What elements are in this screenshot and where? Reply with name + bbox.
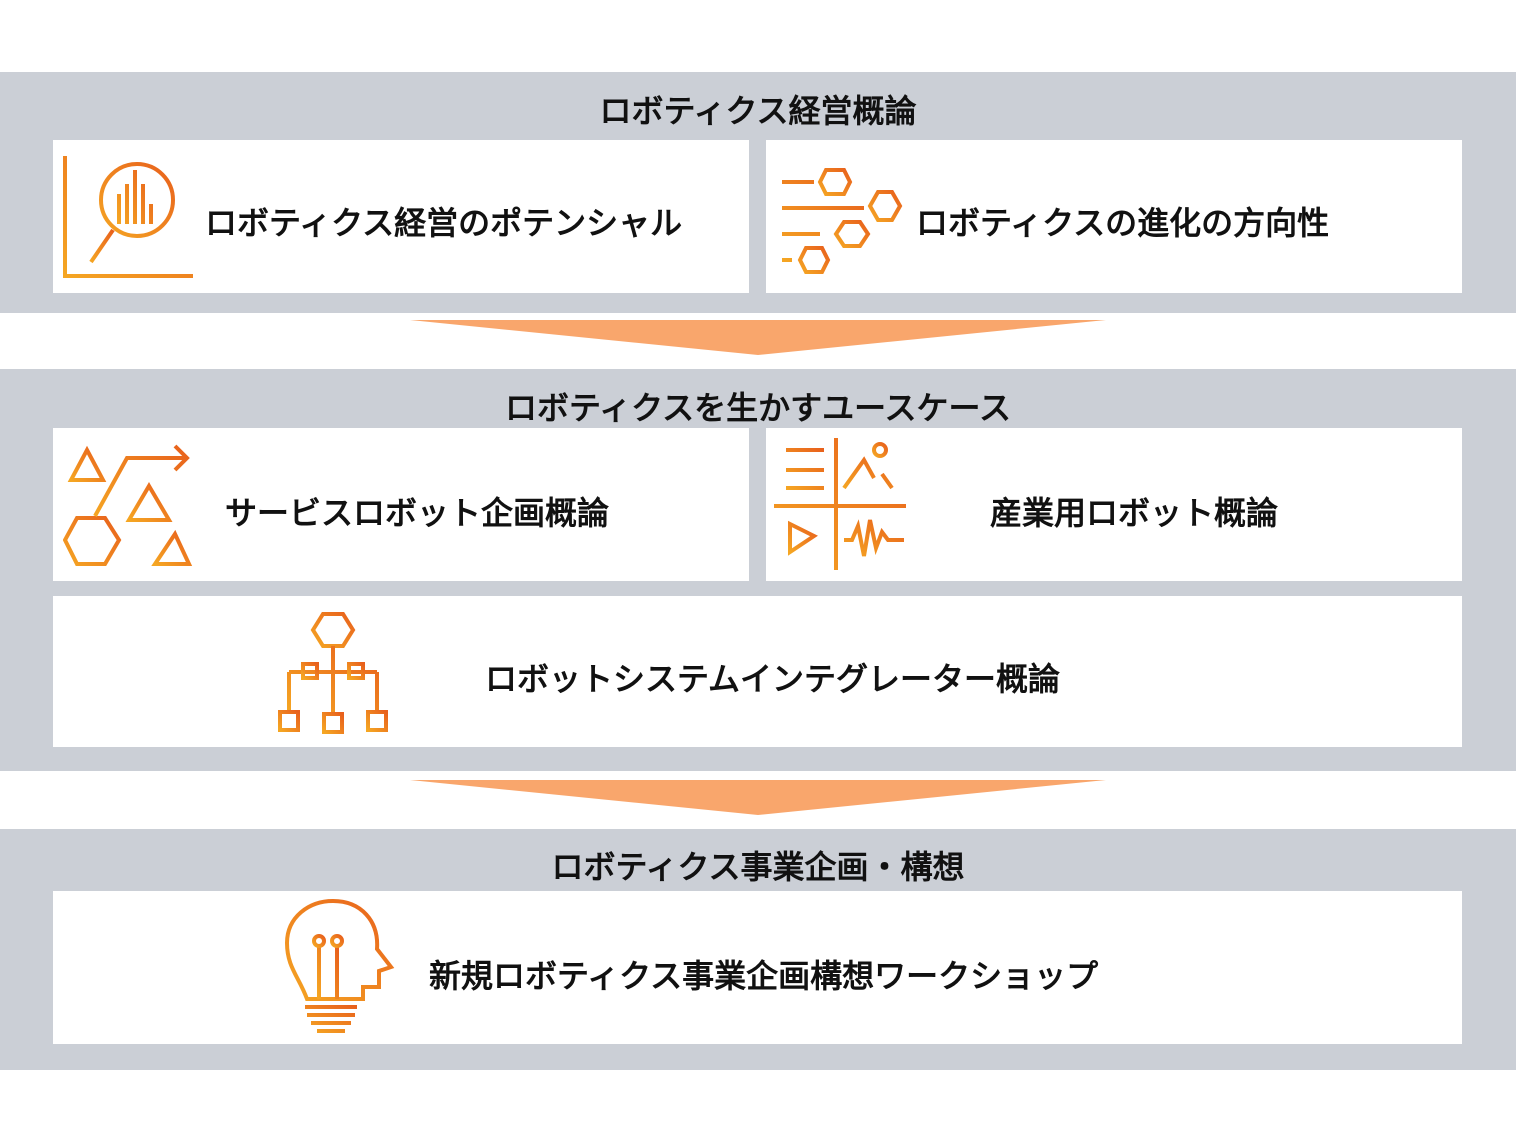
hierarchy-icon	[278, 612, 388, 734]
course-label: 新規ロボティクス事業企画構想ワークショップ	[429, 957, 1099, 995]
course-label: ロボットシステムインテグレーター概論	[485, 660, 1061, 698]
course-label: 産業用ロボット概論	[990, 494, 1279, 532]
arrow-down-icon	[410, 780, 1106, 815]
course-card[interactable]: ロボティクスの進化の方向性	[766, 140, 1462, 293]
section-title: ロボティクス経営概論	[599, 92, 917, 130]
lightbulb-head-icon	[284, 898, 395, 1033]
section-title: ロボティクスを生かすユースケース	[505, 389, 1011, 427]
arrow-down-icon	[410, 320, 1106, 355]
course-card[interactable]: ロボティクス経営のポテンシャル	[53, 140, 749, 293]
section-title: ロボティクス事業企画・構想	[551, 848, 965, 886]
course-card[interactable]: サービスロボット企画概論	[53, 428, 749, 581]
course-label: ロボティクスの進化の方向性	[916, 204, 1330, 242]
magnifier-chart-icon	[63, 156, 193, 278]
course-card[interactable]: 産業用ロボット概論	[766, 428, 1462, 581]
course-label: サービスロボット企画概論	[225, 494, 610, 532]
quadrant-icon	[774, 438, 906, 570]
course-card[interactable]: ロボットシステムインテグレーター概論	[53, 596, 1462, 747]
shapes-arrow-icon	[63, 444, 193, 566]
course-card[interactable]: 新規ロボティクス事業企画構想ワークショップ	[53, 891, 1462, 1044]
course-label: ロボティクス経営のポテンシャル	[205, 204, 683, 242]
hexagon-lines-icon	[782, 166, 903, 274]
